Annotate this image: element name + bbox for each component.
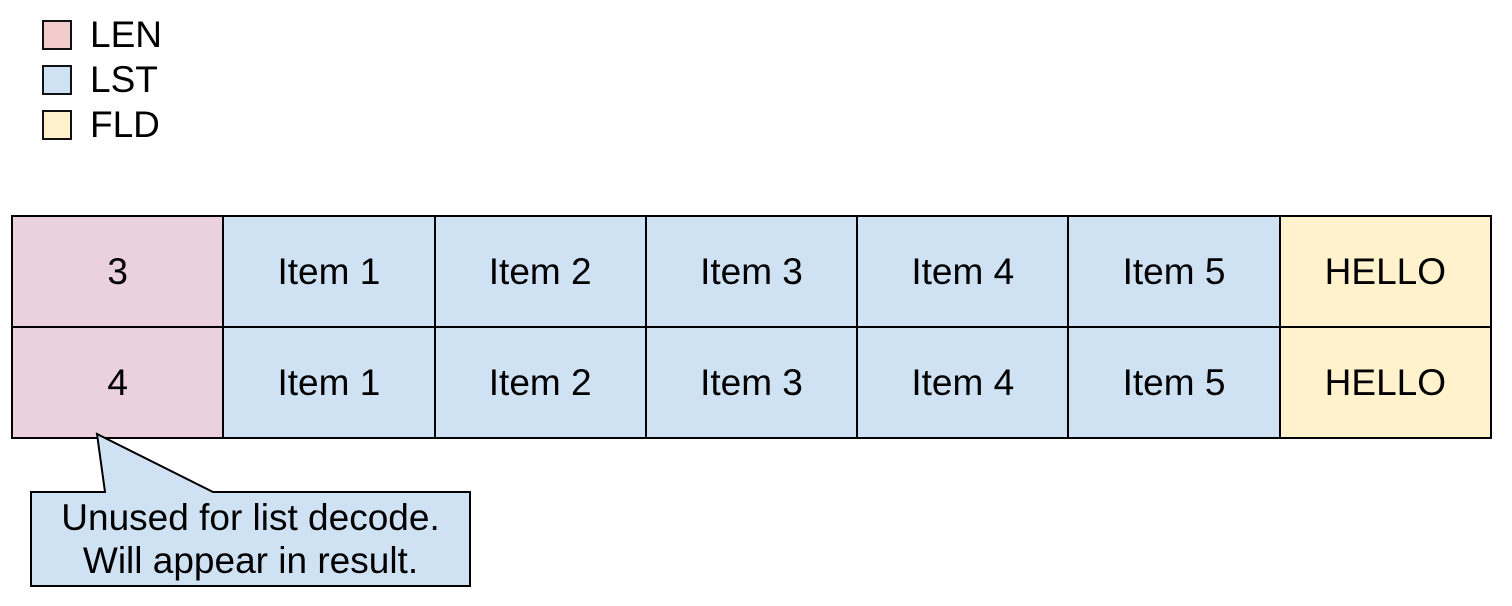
field-cell: HELLO [1278, 215, 1493, 328]
list-item-cell: Item 3 [644, 215, 859, 328]
legend-label-fld: FLD [90, 104, 160, 145]
legend-item-len: LEN [42, 14, 162, 55]
list-item-cell: Item 1 [222, 326, 436, 439]
callout-line-1: Unused for list decode. [61, 497, 440, 538]
len-cell: 3 [10, 215, 225, 328]
list-item-cell: Item 5 [1067, 326, 1281, 439]
field-cell: HELLO [1278, 326, 1493, 439]
list-item-cell: Item 4 [856, 326, 1070, 439]
legend: LEN LST FLD [42, 14, 162, 155]
table-row: 3 Item 1 Item 2 Item 3 Item 4 Item 5 HEL… [10, 215, 1493, 328]
list-item-cell: Item 4 [856, 215, 1070, 328]
list-item-cell: Item 2 [433, 326, 647, 439]
fld-swatch-icon [42, 110, 72, 140]
encoding-table: 3 Item 1 Item 2 Item 3 Item 4 Item 5 HEL… [10, 215, 1493, 439]
legend-label-len: LEN [90, 14, 162, 55]
callout-text: Unused for list decode. Will appear in r… [31, 492, 470, 586]
list-item-cell: Item 2 [433, 215, 647, 328]
table-row: 4 Item 1 Item 2 Item 3 Item 4 Item 5 HEL… [10, 326, 1493, 439]
callout-line-2: Will appear in result. [82, 540, 419, 581]
legend-item-fld: FLD [42, 104, 162, 145]
legend-label-lst: LST [90, 59, 158, 100]
legend-item-lst: LST [42, 59, 162, 100]
len-cell: 4 [10, 326, 225, 439]
list-item-cell: Item 3 [644, 326, 859, 439]
list-item-cell: Item 5 [1067, 215, 1281, 328]
lst-swatch-icon [42, 65, 72, 95]
list-item-cell: Item 1 [222, 215, 436, 328]
len-swatch-icon [42, 20, 72, 50]
